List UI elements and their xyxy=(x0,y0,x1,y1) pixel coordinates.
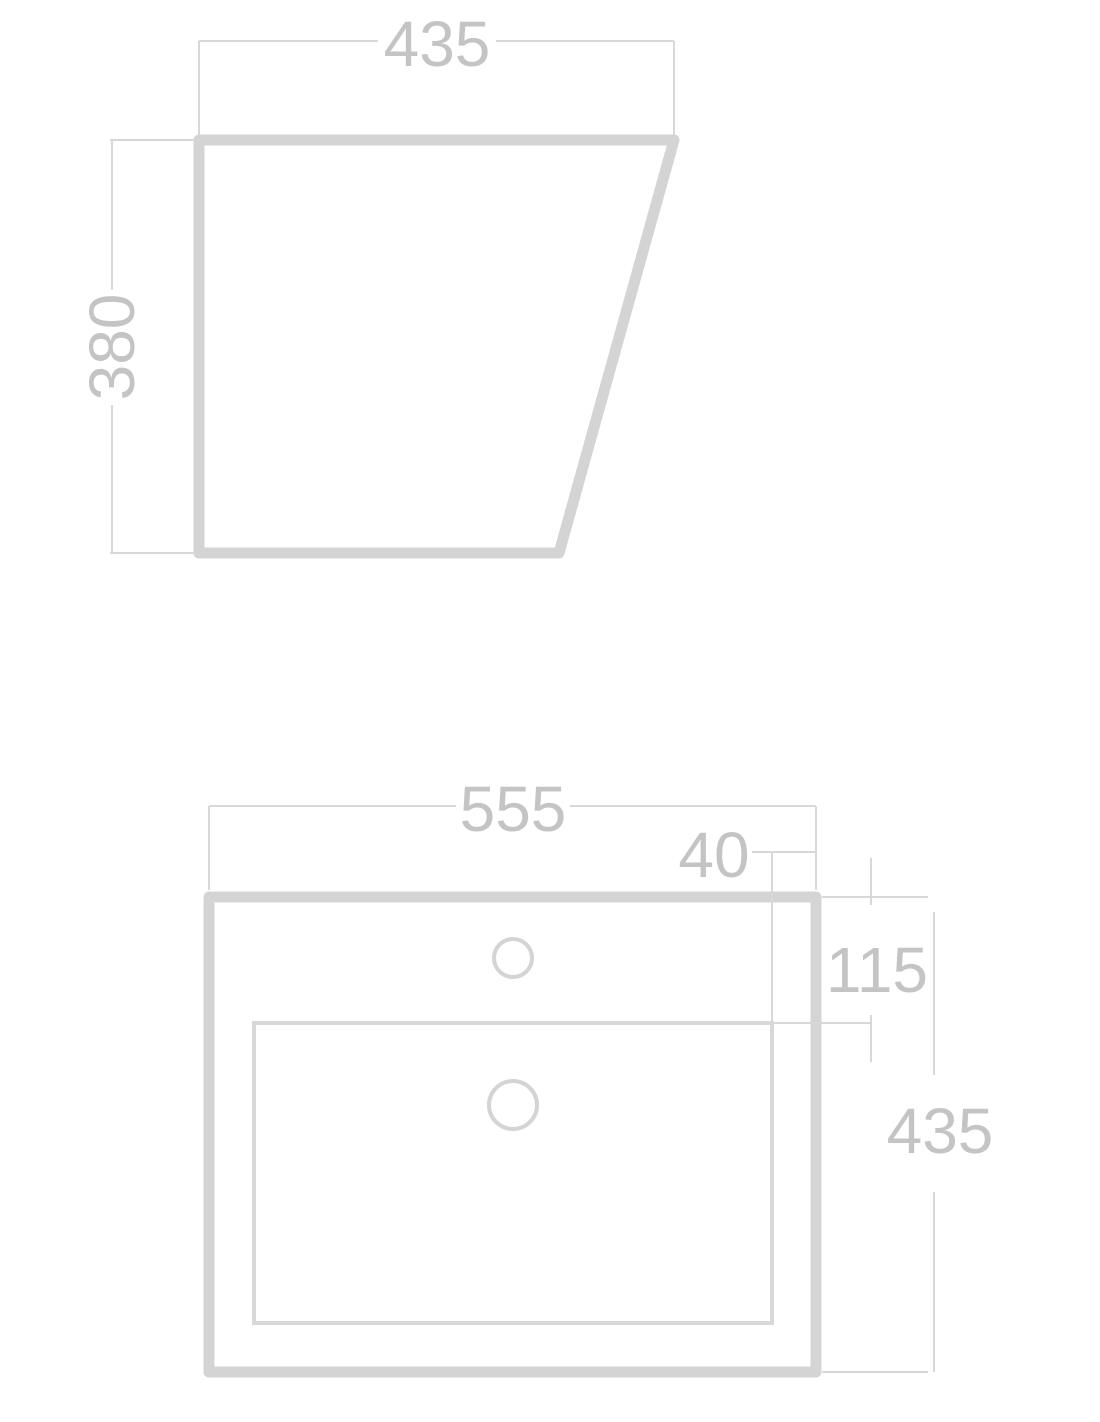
tap-hole xyxy=(492,937,534,979)
top-width-label: 555 xyxy=(460,773,567,845)
side-width-label: 435 xyxy=(384,8,491,80)
top-depth-label: 435 xyxy=(887,1095,994,1167)
drain-hole xyxy=(487,1079,539,1131)
top-view: 555 40 115 435 xyxy=(203,773,994,1378)
rim-width-label: 40 xyxy=(678,819,749,891)
side-view-outline xyxy=(193,134,680,559)
side-height-label: 380 xyxy=(76,294,148,401)
basin-bowl-outline xyxy=(252,1021,774,1325)
basin-outer-outline xyxy=(203,891,822,1378)
side-view: 435 380 xyxy=(76,8,680,559)
tap-offset-label: 115 xyxy=(826,934,928,1006)
